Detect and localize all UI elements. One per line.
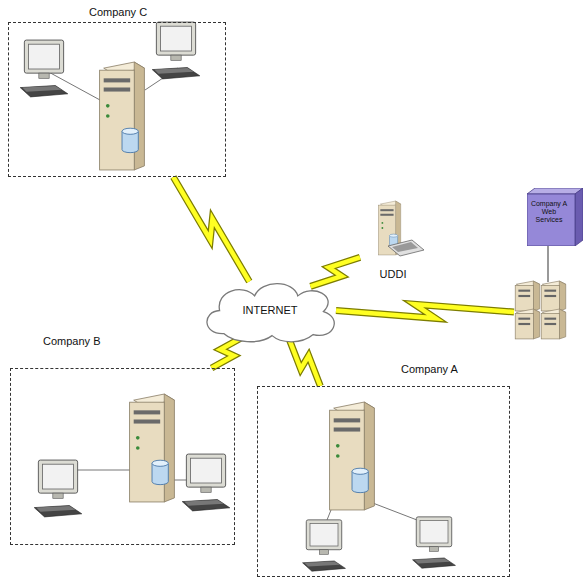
company-c-equipment — [20, 22, 200, 170]
cube-front — [527, 194, 575, 246]
web-services-cube: Company A Web Services — [527, 188, 583, 246]
uddi-server — [378, 201, 424, 256]
lightning-link — [289, 339, 320, 386]
company-label: Company C — [89, 6, 147, 18]
company-box: Company A — [257, 386, 510, 577]
cube-side — [575, 188, 583, 246]
bolt-fill — [173, 177, 249, 282]
company-box: Company C — [8, 22, 226, 177]
bolt-outline — [173, 177, 249, 282]
bolt-outline — [212, 337, 243, 368]
company-label: Company A — [401, 363, 458, 375]
bolt-outline — [289, 339, 320, 386]
lightning-link — [212, 337, 243, 368]
bolt-fill — [212, 337, 243, 368]
internet-cloud: INTERNET — [198, 276, 342, 344]
lightning-link — [310, 257, 360, 286]
lightning-link — [336, 246, 548, 318]
server-stack — [515, 281, 566, 339]
cloud-label: INTERNET — [243, 304, 298, 316]
bolt-fill — [310, 257, 360, 286]
company-label: Company B — [43, 335, 100, 347]
bolt-outline — [310, 257, 360, 286]
cloud-shape — [207, 284, 334, 342]
lightning-link — [173, 177, 249, 282]
bolt-outline — [336, 304, 514, 318]
node-label: Company A Web Services — [529, 200, 569, 224]
company-b-equipment — [34, 394, 230, 517]
link-line — [547, 246, 548, 282]
node-label: UDDI — [360, 268, 426, 280]
registry-server: UDDI — [360, 196, 426, 280]
cube-top — [527, 188, 583, 194]
bolt-fill — [289, 339, 320, 386]
bolt-fill — [336, 304, 514, 318]
company-a-equipment — [303, 402, 456, 571]
company-box: Company B — [10, 368, 235, 545]
